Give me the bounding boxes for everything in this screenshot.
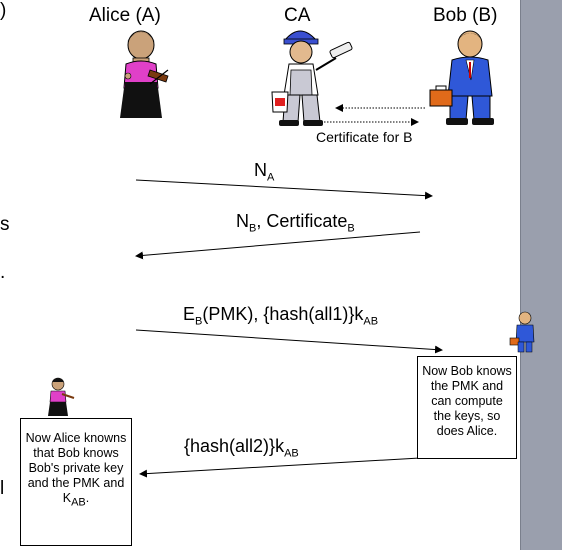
- message-3-k-sub: AB: [363, 315, 379, 328]
- arrow-msg-2: [135, 231, 421, 260]
- actor-alice-label: Alice (A): [89, 5, 161, 26]
- message-3-label: EB(PMK), {hash(all1)}kAB: [183, 304, 378, 328]
- certificate-label: Certificate for B: [316, 129, 413, 145]
- message-2-n-sub: B: [249, 222, 257, 235]
- message-3-mid: (PMK), {hash(all1)}k: [202, 304, 364, 324]
- bob-figure-icon: [429, 30, 494, 125]
- cut-text-3: .: [0, 262, 6, 283]
- bob-knowledge-note: Now Bob knows the PMK and can compute th…: [417, 356, 517, 459]
- alice-note-end: .: [85, 491, 90, 505]
- bob-small-figure-icon: [509, 311, 535, 353]
- message-2-cert: , Certificate: [256, 211, 348, 231]
- message-2-label: NB, CertificateB: [236, 211, 355, 235]
- right-sidebar: [520, 0, 562, 550]
- alice-knowledge-note: Now Alice knowns that Bob knows Bob's pr…: [20, 418, 132, 546]
- actor-bob-label: Bob (B): [433, 5, 498, 26]
- arrow-msg-1: [135, 179, 433, 200]
- message-4-label: {hash(all2)}kAB: [184, 436, 299, 460]
- ca-figure-icon: [271, 30, 353, 126]
- arrow-msg-4: [139, 457, 421, 478]
- cut-text-2: s: [0, 214, 10, 235]
- alice-figure-icon: [120, 30, 169, 118]
- cut-text-1: ): [0, 0, 7, 21]
- actor-ca-label: CA: [284, 5, 311, 26]
- arrow-msg-3: [135, 329, 443, 354]
- message-3-e-sub: B: [195, 315, 203, 328]
- message-2-cert-sub: B: [347, 222, 355, 235]
- alice-small-figure-icon: [48, 377, 75, 416]
- message-3-e: E: [183, 304, 196, 324]
- message-1-text: N: [254, 160, 267, 180]
- message-4-text: {hash(all2)}k: [184, 436, 285, 456]
- message-1-sub: A: [267, 171, 275, 184]
- message-2-n: N: [236, 211, 249, 231]
- alice-note-text: Now Alice knowns that Bob knows Bob's pr…: [25, 431, 127, 505]
- cut-text-4: l: [0, 478, 5, 499]
- message-4-k-sub: AB: [284, 447, 299, 460]
- alice-note-sub: AB: [71, 496, 86, 509]
- message-1-label: NA: [254, 160, 274, 184]
